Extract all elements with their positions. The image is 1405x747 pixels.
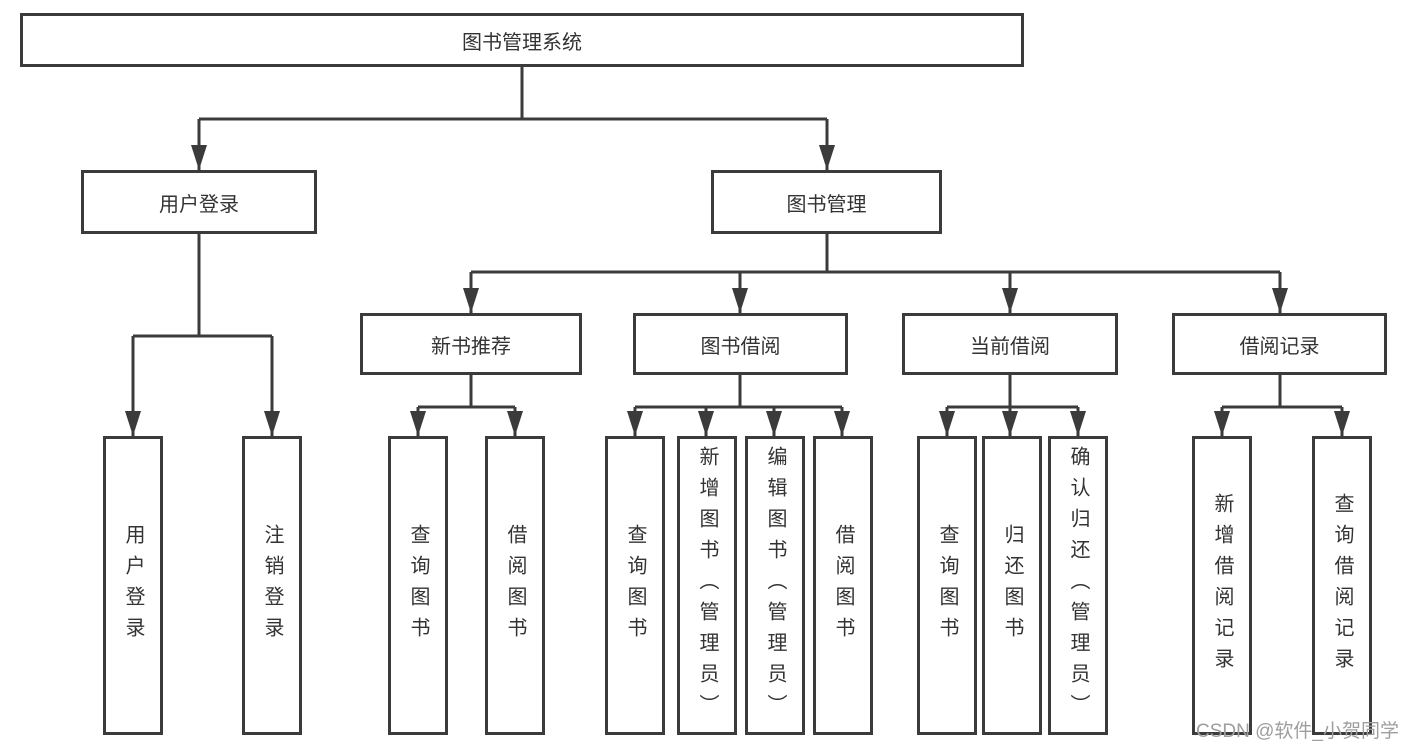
connector-trunk-lines	[133, 67, 1342, 409]
node-label: 当前借阅	[970, 335, 1050, 358]
leaf-label: 借阅图书	[504, 523, 526, 648]
node-new-book-recommendation: 新书推荐	[360, 313, 582, 375]
leaf-user-login: 用户登录	[103, 436, 163, 735]
leaf-label: 编辑图书（管理员）	[764, 446, 786, 725]
leaf-label: 查询图书	[624, 523, 646, 648]
leaf-query-books-borrowing: 查询图书	[605, 436, 665, 735]
leaf-label: 查询图书	[407, 523, 429, 648]
leaf-label: 查询借阅记录	[1331, 492, 1353, 679]
leaf-label: 新增图书（管理员）	[696, 446, 718, 725]
leaf-return-books: 归还图书	[982, 436, 1042, 735]
leaf-query-books-current: 查询图书	[917, 436, 977, 735]
leaf-confirm-return-admin: 确认归还（管理员）	[1048, 436, 1108, 735]
node-library-management-system: 图书管理系统	[20, 13, 1024, 67]
connector-arrow-lines	[125, 119, 1350, 436]
node-current-borrowing: 当前借阅	[902, 313, 1118, 375]
leaf-label: 用户登录	[122, 523, 144, 648]
leaf-query-books-recommend: 查询图书	[388, 436, 448, 735]
node-book-borrowing: 图书借阅	[633, 313, 848, 375]
leaf-query-borrow-record: 查询借阅记录	[1312, 436, 1372, 735]
leaf-logout: 注销登录	[242, 436, 302, 735]
node-label: 用户登录	[159, 193, 239, 216]
node-book-management-branch: 图书管理	[711, 170, 942, 234]
leaf-add-borrow-record: 新增借阅记录	[1192, 436, 1252, 735]
csdn-watermark: CSDN @软件_小贺同学	[1196, 721, 1399, 742]
node-label: 新书推荐	[431, 335, 511, 358]
leaf-add-books-admin: 新增图书（管理员）	[677, 436, 737, 735]
leaf-label: 注销登录	[261, 523, 283, 648]
node-label: 图书管理	[786, 193, 867, 216]
node-user-login-branch: 用户登录	[81, 170, 317, 234]
leaf-label: 归还图书	[1001, 523, 1023, 648]
leaf-label: 确认归还（管理员）	[1067, 446, 1089, 725]
node-borrowing-records: 借阅记录	[1172, 313, 1387, 375]
node-label: 图书管理系统	[462, 31, 582, 54]
leaf-label: 新增借阅记录	[1211, 492, 1233, 679]
leaf-borrow-books-recommend: 借阅图书	[485, 436, 545, 735]
leaf-edit-books-admin: 编辑图书（管理员）	[745, 436, 805, 735]
leaf-borrow-books: 借阅图书	[813, 436, 873, 735]
leaf-label: 查询图书	[936, 523, 958, 648]
node-label: 图书借阅	[700, 335, 781, 358]
node-label: 借阅记录	[1239, 335, 1320, 358]
leaf-label: 借阅图书	[832, 523, 854, 648]
